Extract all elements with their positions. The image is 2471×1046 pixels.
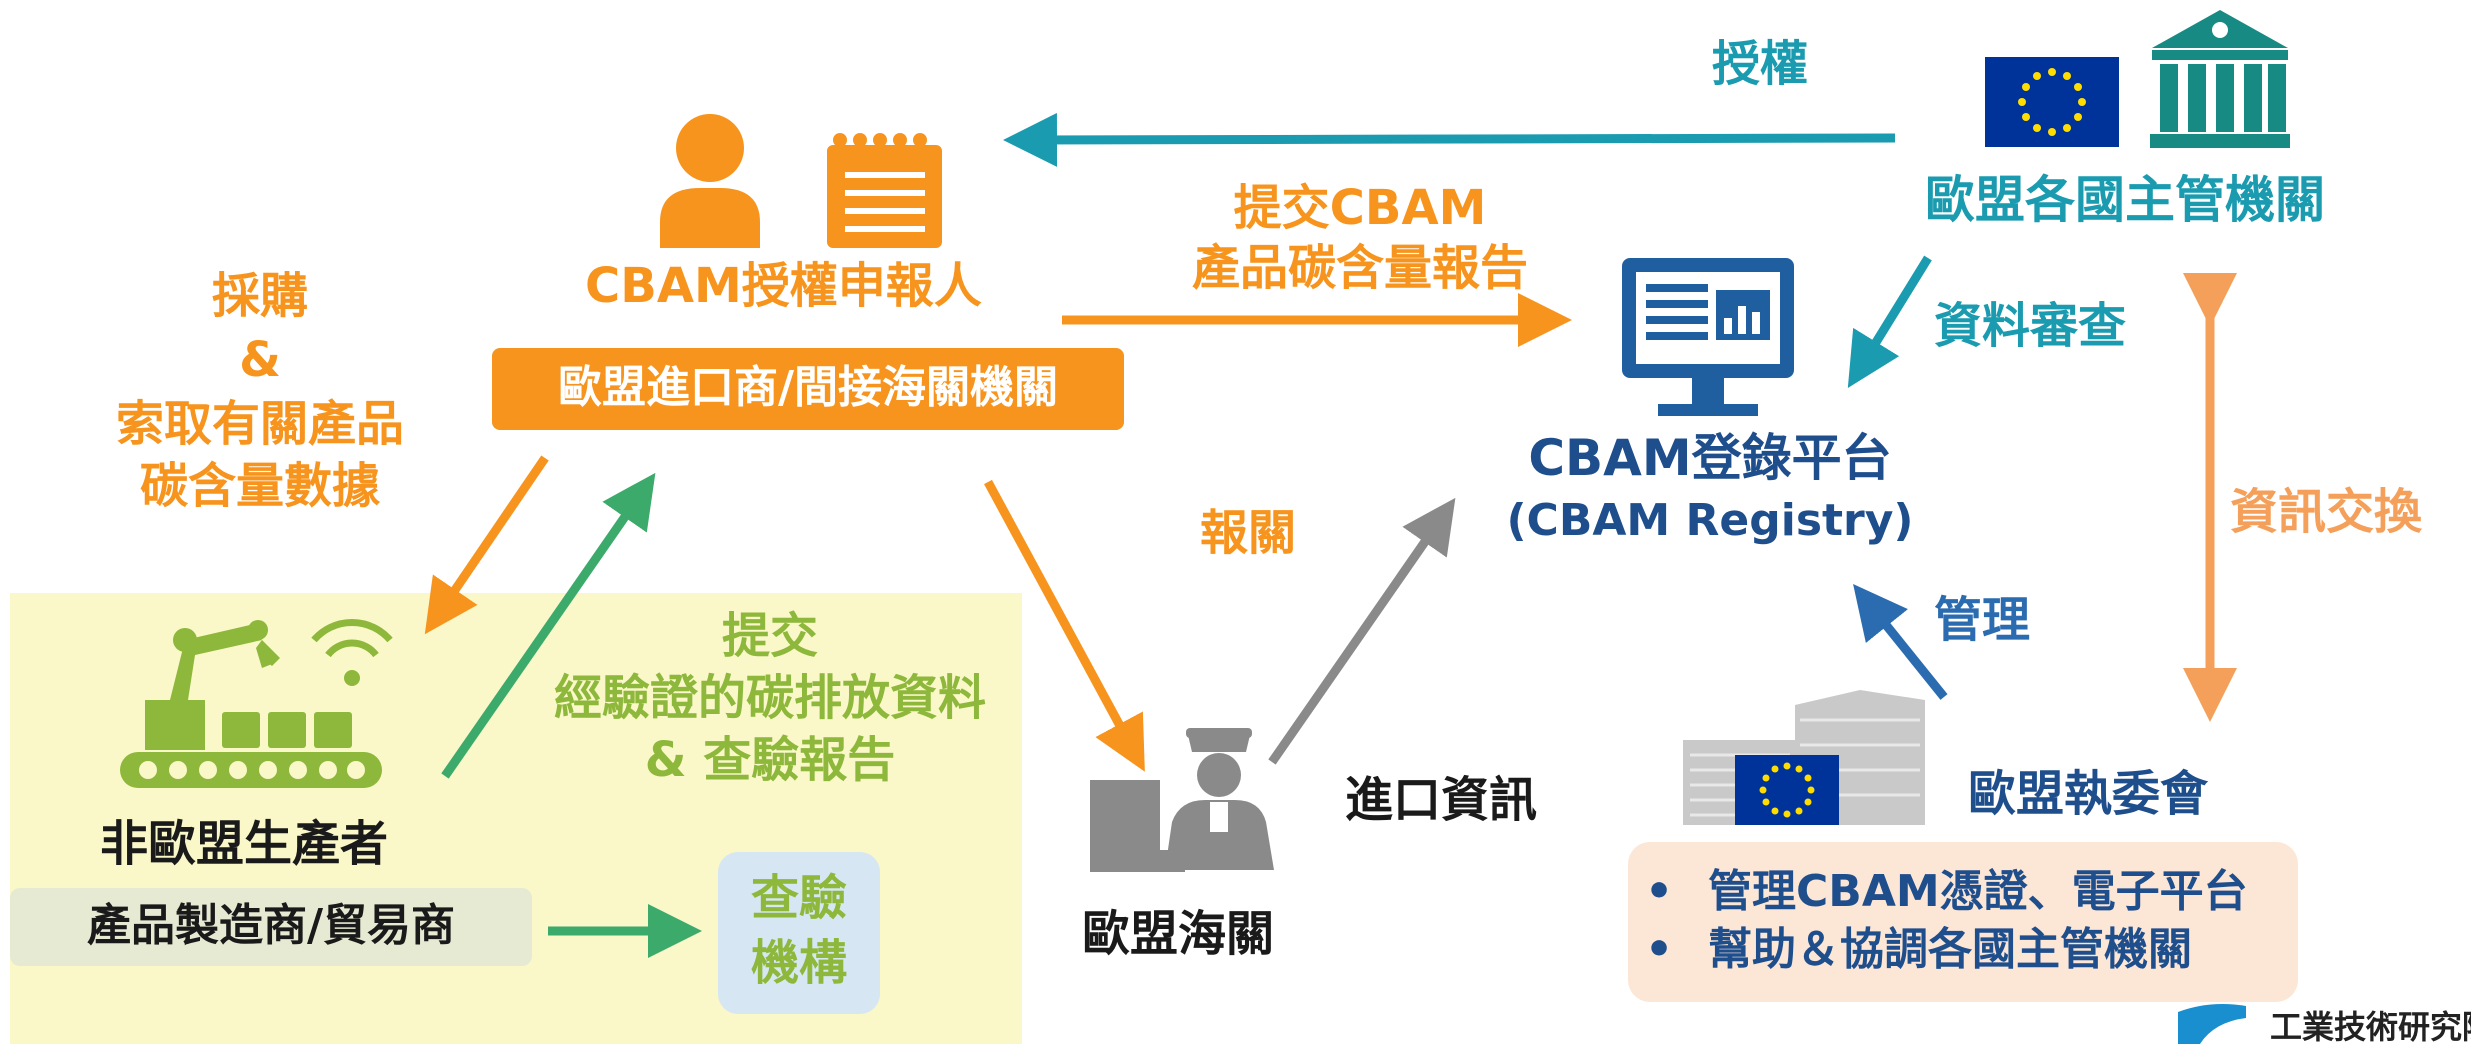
edge-label-customs-declare: 報關	[1200, 505, 1297, 561]
arrow-authorize	[1003, 112, 1896, 167]
commission-bullet-dot-1: •	[1645, 866, 1674, 917]
arrow-customs-declare	[984, 479, 1145, 772]
commission-bullet-dot-2: •	[1645, 924, 1674, 975]
commission-bullet-2: 幫助＆協調各國主管機關	[1708, 924, 2192, 975]
producer-subtitle: 產品製造商/貿易商	[86, 900, 456, 951]
edge-label-data-review: 資料審查	[1934, 298, 2127, 354]
edge-label-import-info: 進口資訊	[1345, 772, 1538, 828]
customs-title: 歐盟海關	[1082, 906, 1275, 962]
arrow-manage	[1853, 583, 1948, 700]
edge-label-procure-1: 採購	[211, 268, 308, 324]
arrow-procure	[424, 455, 549, 635]
arrow-data-review	[1847, 255, 1932, 388]
edge-label-procure-2: &	[239, 332, 281, 388]
arrow-submit-verified	[441, 472, 656, 779]
declarant-title: CBAM授權申報人	[585, 258, 982, 314]
edge-label-submit-verified-3: & 查驗報告	[644, 732, 896, 788]
verifier-box	[718, 852, 880, 1014]
producer-title: 非歐盟生產者	[100, 816, 389, 872]
commission-title: 歐盟執委會	[1968, 766, 2209, 822]
edge-label-procure-3: 索取有關產品	[115, 396, 404, 452]
edge-label-info-exchange: 資訊交換	[2230, 484, 2423, 540]
edge-label-procure-4: 碳含量數據	[139, 458, 380, 514]
commission-bullet-1: 管理CBAM憑證、電子平台	[1708, 866, 2248, 917]
verifier-line1: 查驗	[750, 870, 847, 926]
registry-subtitle: (CBAM Registry)	[1506, 495, 1914, 546]
verifier-line2: 機構	[750, 935, 847, 991]
itri-logo-text: 工業技術研究院	[2270, 1008, 2471, 1046]
producer-subtitle-box	[10, 888, 532, 966]
authority-title: 歐盟各國主管機關	[1925, 171, 2325, 229]
edge-label-manage: 管理	[1934, 592, 2031, 648]
edge-label-submit-report-1: 提交CBAM	[1233, 180, 1487, 236]
registry-title: CBAM登錄平台	[1528, 429, 1892, 487]
edge-label-submit-verified-1: 提交	[721, 608, 818, 664]
declarant-subtitle-box	[492, 348, 1124, 430]
edge-label-authorize: 授權	[1712, 36, 1809, 92]
arrow-import-info	[1268, 497, 1456, 765]
commission-bullet-box	[1628, 842, 2298, 1002]
declarant-subtitle: 歐盟進口商/間接海關機關	[557, 362, 1059, 413]
edge-label-submit-verified-2: 經驗證的碳排放資料	[553, 670, 986, 726]
edge-label-submit-report-2: 產品碳含量報告	[1191, 240, 1528, 296]
